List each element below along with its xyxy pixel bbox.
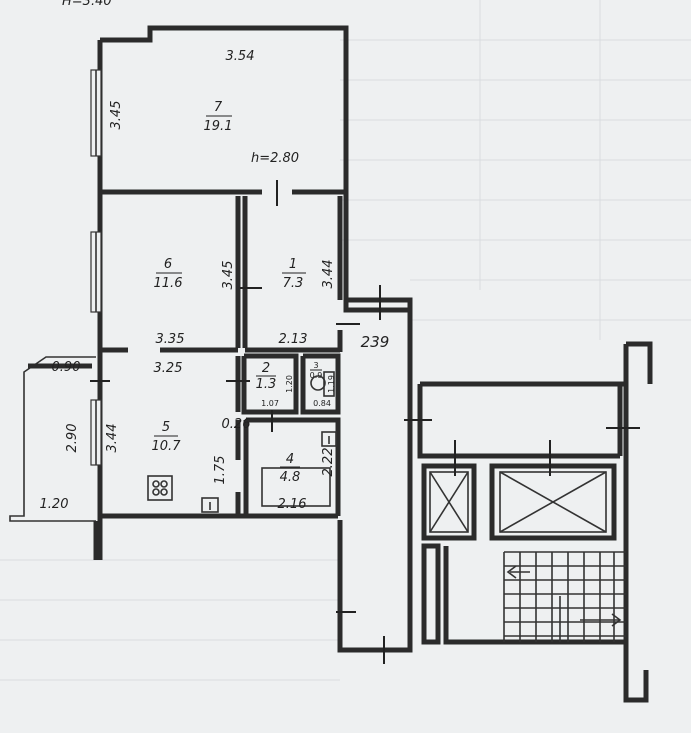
dim-239: 239: [361, 333, 390, 351]
dim-2-90: 2.90: [65, 424, 80, 453]
dim-3-45-mid: 3.45: [221, 261, 236, 290]
dim-1-19: 1.19: [327, 375, 336, 393]
room-7-area: 19.1: [204, 119, 233, 134]
dimension-labels: 3.54 3.45 h=2.80 3.45 3.44 3.35 2.13 239…: [40, 49, 390, 512]
room-3-area: 0.9: [310, 371, 323, 380]
room-7-number: 7: [214, 100, 223, 115]
room-4-number: 4: [286, 452, 294, 467]
dim-3-54: 3.54: [226, 49, 255, 64]
stair-wall-left: [421, 543, 441, 645]
dim-2-22: 2.22: [321, 448, 336, 477]
dim-3-45-left: 3.45: [109, 101, 124, 130]
door-marks: [90, 180, 640, 664]
dim-3-44-room1: 3.44: [321, 260, 336, 289]
ceiling-height: h=2.80: [251, 151, 299, 166]
room-2-area: 1.3: [256, 377, 277, 392]
room-6-number: 6: [164, 257, 172, 272]
dim-1-20: 1.20: [40, 497, 69, 512]
dim-2-16: 2.16: [278, 497, 307, 512]
room-1-area: 7.3: [283, 276, 304, 291]
stair-treads: [503, 551, 626, 642]
room-2-number: 2: [262, 361, 270, 376]
paper-grid: [0, 0, 691, 681]
room-3-number: 3: [313, 361, 318, 370]
windows: [90, 69, 102, 466]
dim-0-84: 0.84: [313, 399, 331, 408]
dim-3-44-room5: 3.44: [105, 424, 120, 453]
dim-0-90: 0.90: [52, 360, 81, 375]
dim-0-26: 0.26: [222, 417, 251, 432]
vent-icon: [201, 497, 219, 513]
dim-3-35: 3.35: [156, 332, 185, 347]
elevator-shaft-small: [421, 463, 477, 541]
elevator-shaft-large: [489, 463, 617, 541]
room-6-area: 11.6: [154, 276, 183, 291]
room-5-number: 5: [162, 420, 170, 435]
room-4-area: 4.8: [280, 470, 301, 485]
toilet-icon: [310, 375, 326, 391]
interior-walls: [100, 189, 410, 516]
fixtures: [147, 371, 337, 513]
dim-1-75: 1.75: [213, 456, 228, 485]
room-labels: 7 19.1 6 11.6 1 7.3 5 10.7 2 1.3 3 0.9 4…: [152, 100, 323, 485]
stove-icon: [147, 475, 173, 501]
dim-3-25: 3.25: [154, 361, 183, 376]
dim-1-20-small: 1.20: [285, 375, 294, 393]
dim-1-07: 1.07: [261, 399, 279, 408]
vent-icon-room4: [321, 431, 337, 447]
room-1-number: 1: [289, 257, 297, 272]
header-fragment: H=3.40: [62, 0, 112, 9]
dim-2-13: 2.13: [279, 332, 308, 347]
stair-block: [417, 341, 653, 703]
room-5-area: 10.7: [152, 439, 182, 454]
bathtub-icon: [261, 467, 331, 507]
